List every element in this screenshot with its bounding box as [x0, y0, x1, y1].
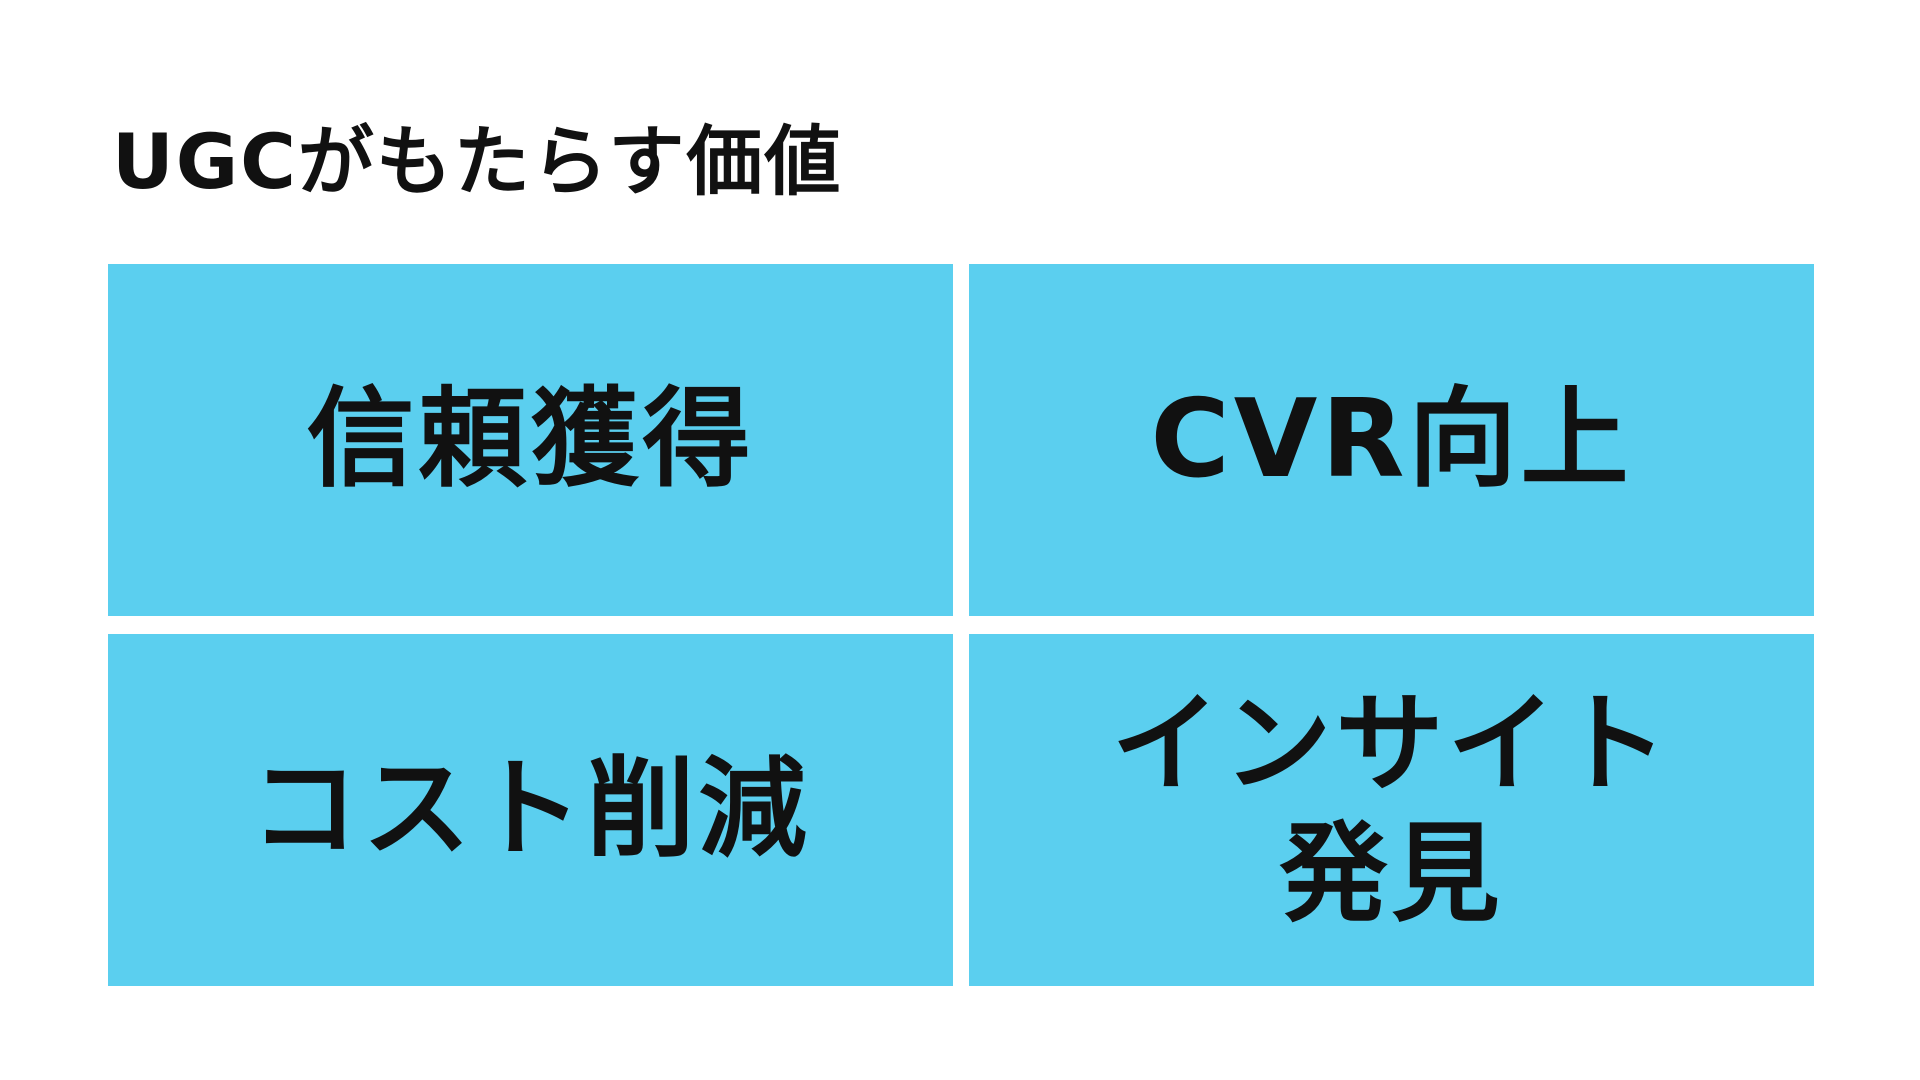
value-cell-cost: コスト削減 [108, 634, 953, 986]
slide-title: UGCがもたらす価値 [112, 117, 843, 206]
value-cell-insight: インサイト発見 [969, 634, 1814, 986]
value-cell-cvr: CVR向上 [969, 264, 1814, 616]
value-cell-label: コスト削減 [250, 747, 811, 873]
value-cell-label: 信頼獲得 [306, 377, 755, 503]
value-grid: 信頼獲得 CVR向上 コスト削減 インサイト発見 [108, 264, 1814, 986]
value-cell-label: インサイト発見 [1111, 682, 1672, 937]
value-cell-label: CVR向上 [1150, 377, 1633, 503]
value-cell-trust: 信頼獲得 [108, 264, 953, 616]
